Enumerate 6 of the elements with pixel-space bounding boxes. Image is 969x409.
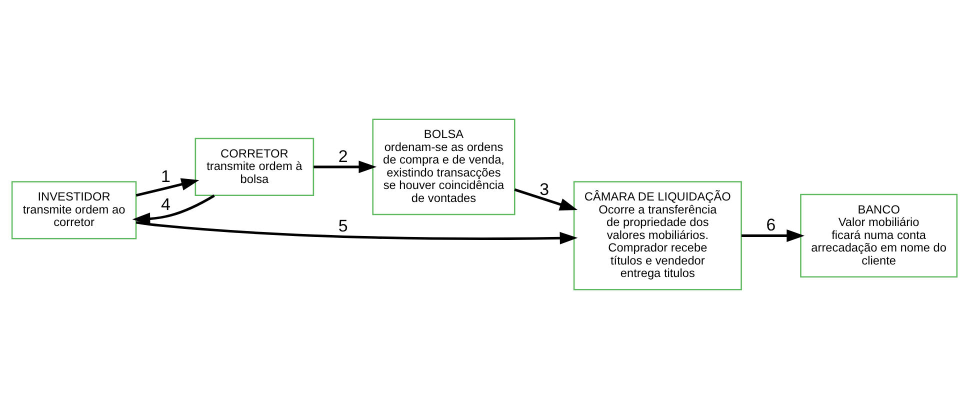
edge-label: 5 (338, 216, 348, 236)
edge-label: 3 (540, 180, 550, 199)
edge-label: 6 (766, 216, 776, 235)
edge-label: 1 (161, 167, 170, 186)
edge-label: 4 (161, 195, 170, 214)
edge-label: 2 (338, 146, 348, 166)
